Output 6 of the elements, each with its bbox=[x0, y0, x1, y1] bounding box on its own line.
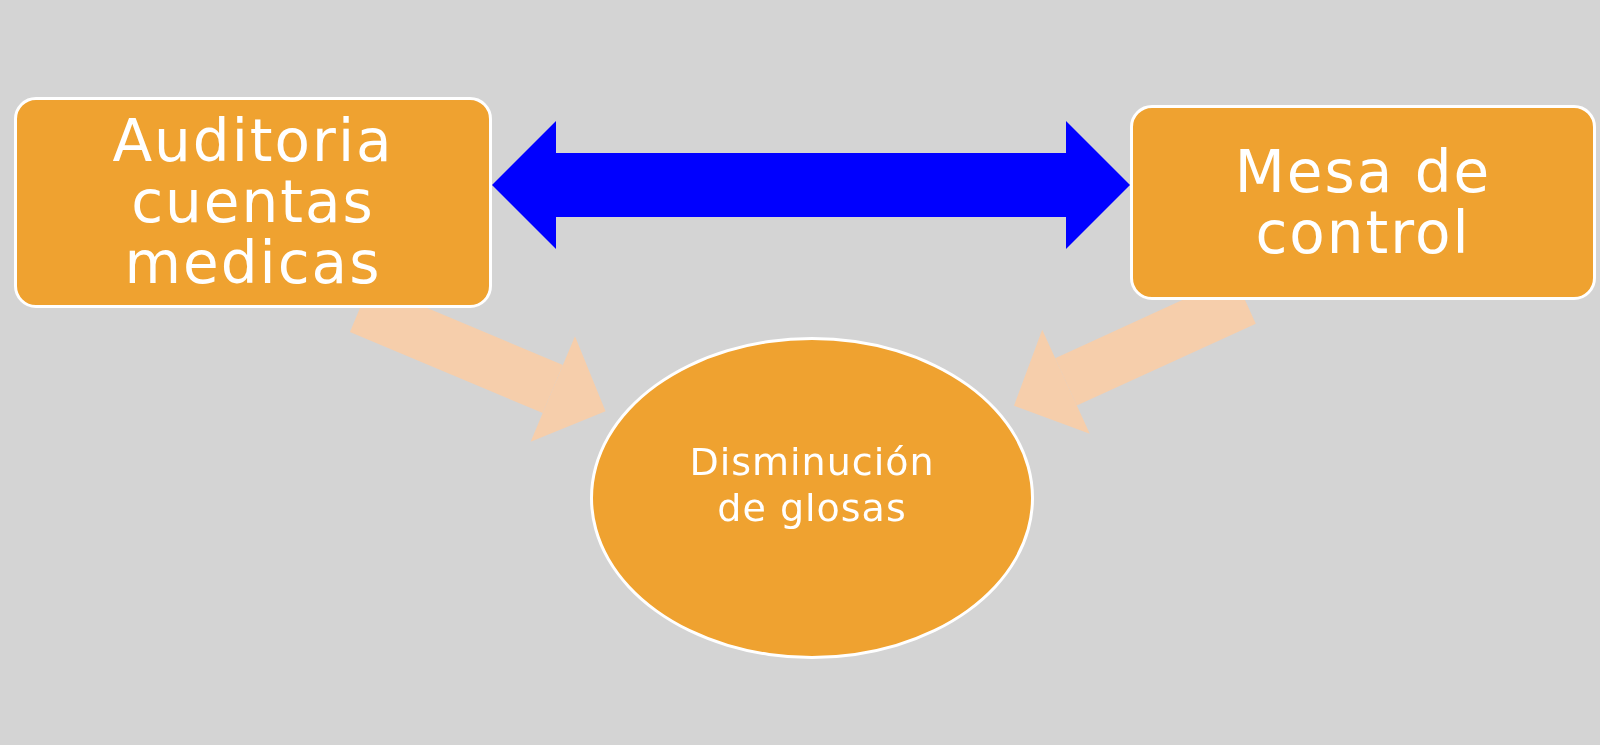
node-label: Mesa de control bbox=[1233, 141, 1493, 264]
node-label: Disminución de glosas bbox=[689, 440, 935, 532]
process-box bbox=[1130, 105, 1596, 300]
process-box bbox=[14, 97, 492, 308]
node-label: Auditoria cuentas medicas bbox=[111, 111, 395, 294]
arrow bbox=[492, 121, 1130, 249]
